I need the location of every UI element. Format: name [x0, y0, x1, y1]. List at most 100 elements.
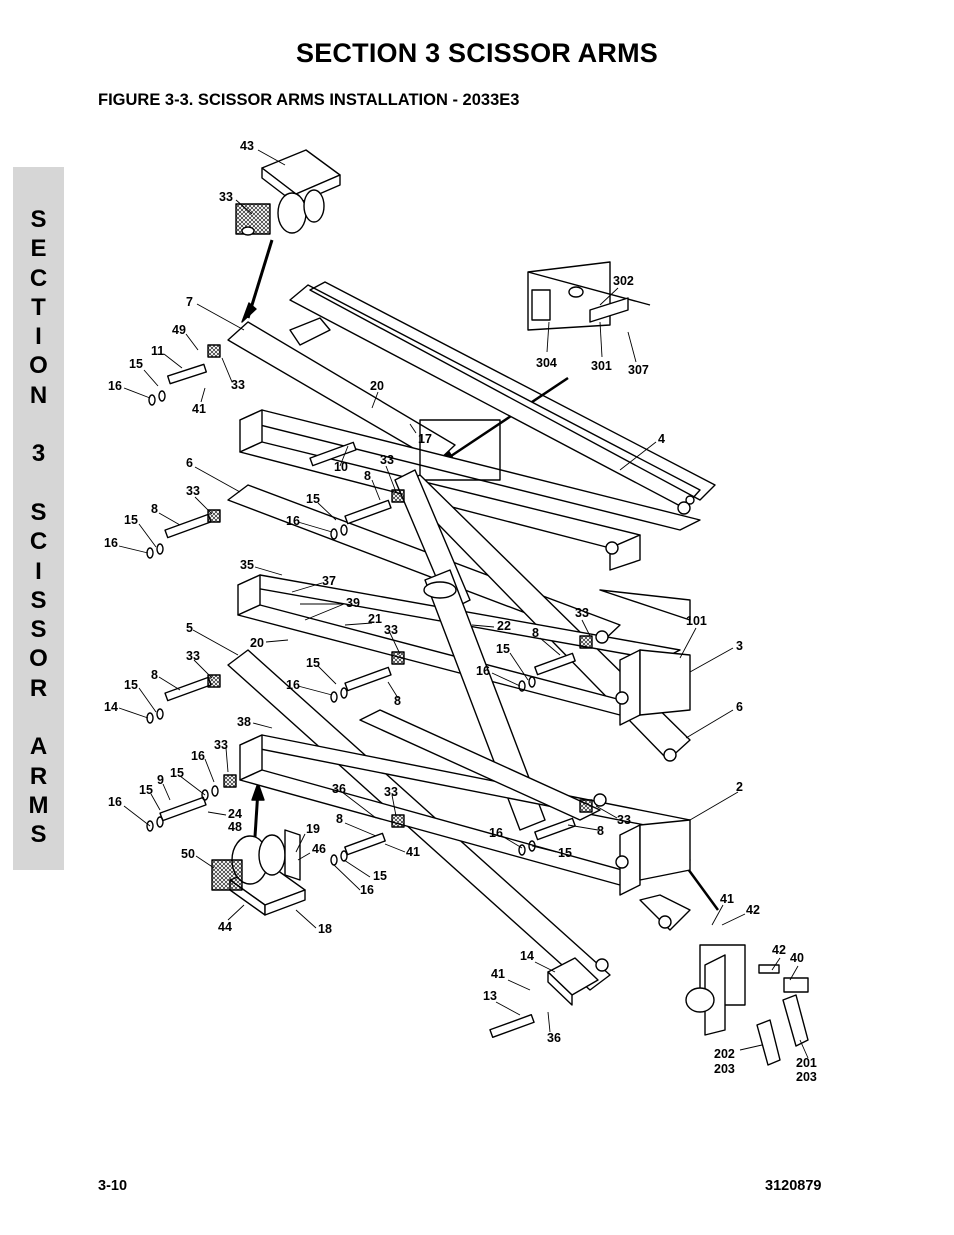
scissor-arm-upper [227, 281, 716, 621]
callout-label: 16 [104, 536, 118, 550]
page-number: 3-10 [98, 1178, 128, 1194]
callout-label: 6 [186, 456, 193, 470]
callout-label: 4 [658, 432, 665, 446]
callout-label: 11 [151, 344, 165, 358]
callout-label: 301 [591, 359, 612, 373]
side-tab-letter: O [29, 352, 48, 380]
callout-label: 44 [218, 920, 232, 934]
callout-label: 16 [108, 379, 122, 393]
callout-label: 50 [181, 847, 195, 861]
side-tab-letter: T [31, 293, 46, 321]
side-tab-letter: I [35, 557, 42, 585]
callout-label: 16 [489, 826, 503, 840]
callout-label: 24 [228, 807, 242, 821]
callout-label: 22 [497, 619, 511, 633]
callout-label: 8 [394, 694, 401, 708]
document-number: 3120879 [765, 1178, 822, 1194]
callout-label: 20 [370, 379, 384, 393]
side-tab-letter: N [29, 381, 48, 409]
callout-label: 42 [746, 903, 760, 917]
callout-label: 42 [772, 943, 786, 957]
callout-label: 41 [192, 402, 206, 416]
callout-label: 41 [720, 892, 734, 906]
callout-label: 16 [286, 678, 300, 692]
side-tab-letter: S [30, 498, 47, 526]
side-tab-letter: S [30, 206, 47, 233]
side-tab-letter: A [29, 733, 48, 761]
callout-label: 8 [597, 824, 604, 838]
section-side-tab: S E C T I O N 3 S C I S S O R A R M S [13, 167, 64, 870]
callout-label: 15 [558, 846, 572, 860]
callout-label: 21 [368, 612, 382, 626]
callout-label: 19 [306, 822, 320, 836]
callout-label: 46 [312, 842, 326, 856]
figure-title: FIGURE 3-3. SCISSOR ARMS INSTALLATION - … [98, 91, 520, 109]
side-tab-letter: S [30, 616, 47, 644]
inset-detail [527, 261, 651, 331]
washers [146, 390, 536, 866]
callout-label: 304 [536, 356, 557, 370]
side-tab-letter: S [30, 586, 47, 614]
callout-label: 16 [108, 795, 122, 809]
callout-label: 33 [380, 453, 394, 467]
callout-label: 33 [575, 606, 589, 620]
callout-label: 8 [364, 469, 371, 483]
callout-label: 33 [186, 484, 200, 498]
side-tab-letter: R [29, 674, 48, 702]
callout-label: 41 [491, 967, 505, 981]
callout-label: 18 [318, 922, 332, 936]
callout-label: 33 [617, 813, 631, 827]
callout-label: 15 [306, 656, 320, 670]
callout-label: 33 [186, 649, 200, 663]
leader-lines [118, 149, 809, 1059]
callout-label: 2 [736, 780, 743, 794]
callout-label: 8 [336, 812, 343, 826]
callout-label: 15 [124, 513, 138, 527]
callout-label: 201 [796, 1056, 817, 1070]
side-tab-letter: 3 [31, 440, 46, 468]
callout-label: 43 [240, 139, 254, 153]
callout-label: 8 [532, 626, 539, 640]
side-tab-letter: E [30, 235, 47, 263]
callout-label: 7 [186, 295, 193, 309]
callout-label: 307 [628, 363, 649, 377]
callout-label: 16 [191, 749, 205, 763]
callout-label: 49 [172, 323, 186, 337]
callout-label: 8 [151, 502, 158, 516]
side-tab-letter: I [35, 323, 42, 351]
callout-label: 13 [483, 989, 497, 1003]
callout-label: 33 [384, 785, 398, 799]
side-tab-letter: O [29, 645, 48, 673]
callout-label: 101 [686, 614, 707, 628]
callout-label: 35 [240, 558, 254, 572]
callout-label: 36 [332, 782, 346, 796]
callout-label: 41 [406, 845, 420, 859]
lower-pivot-mount [211, 829, 306, 916]
callout-label: 20 [250, 636, 264, 650]
callout-label: 15 [373, 869, 387, 883]
callout-label: 33 [219, 190, 233, 204]
callout-label: 48 [228, 820, 242, 834]
callout-label: 8 [151, 668, 158, 682]
upper-pivot-mount [235, 149, 341, 236]
callout-label: 16 [360, 883, 374, 897]
scissor-arm-middle [227, 474, 691, 762]
callout-label: 202 [714, 1047, 735, 1061]
callout-label: 16 [476, 664, 490, 678]
callout-label: 3 [736, 639, 743, 653]
callout-label: 37 [322, 574, 336, 588]
callout-label: 15 [139, 783, 153, 797]
callout-label: 15 [124, 678, 138, 692]
install-arrow [441, 376, 569, 464]
callout-label: 39 [346, 596, 360, 610]
callout-label: 10 [334, 460, 348, 474]
callout-label: 9 [157, 773, 164, 787]
callout-label: 15 [306, 492, 320, 506]
callout-label: 14 [104, 700, 118, 714]
side-tab-letter: M [28, 791, 49, 819]
callout-label: 14 [520, 949, 534, 963]
pivot-pins [159, 344, 593, 1038]
callout-label: 33 [231, 378, 245, 392]
callout-label: 302 [613, 274, 634, 288]
